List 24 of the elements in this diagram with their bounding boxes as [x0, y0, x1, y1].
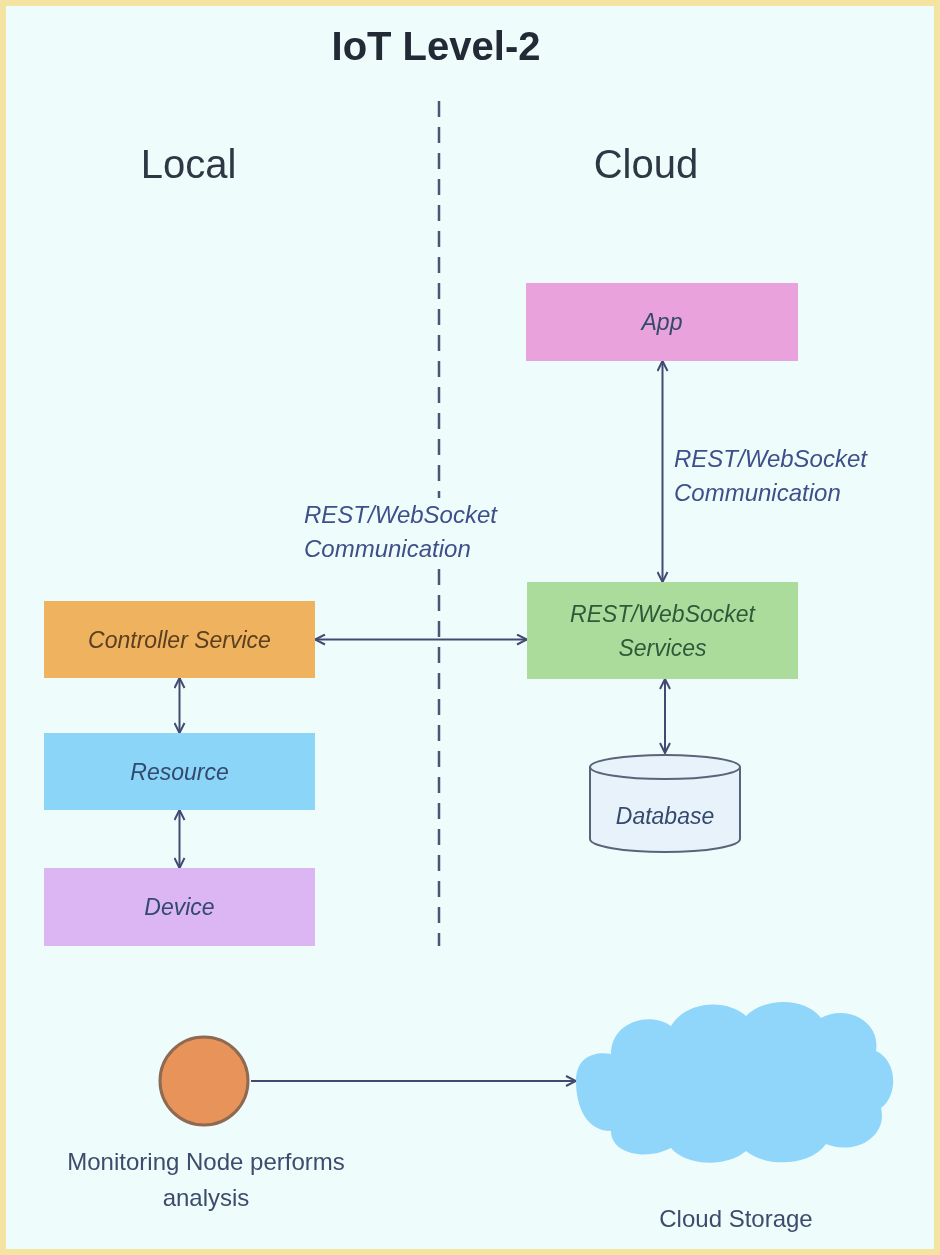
arrow [173, 809, 186, 869]
arrow [659, 678, 671, 754]
process-box [526, 283, 798, 361]
arrow [173, 677, 186, 734]
node-label: Resource [129, 757, 230, 787]
process-box [44, 868, 315, 946]
process-box [527, 582, 798, 679]
node-label: App [639, 308, 684, 337]
circle-node [157, 1034, 251, 1128]
arrow [656, 360, 669, 583]
process-box [44, 601, 315, 678]
node-caption: Monitoring Node performs analysis [66, 1147, 346, 1213]
node-label: Device [143, 893, 216, 922]
arrow [314, 633, 528, 646]
arrow [250, 1075, 577, 1087]
node-caption: Cloud Storage [658, 1204, 814, 1234]
node-label: REST/WebSocket Services [569, 599, 757, 663]
process-box [44, 733, 315, 810]
section-heading: Cloud [592, 141, 700, 188]
node-label: Controller Service [87, 625, 272, 655]
node-label: Database [614, 802, 716, 831]
section-heading: Local [139, 141, 238, 188]
diagram-title: IoT Level-2 [330, 23, 542, 70]
database-cylinder [588, 753, 742, 855]
